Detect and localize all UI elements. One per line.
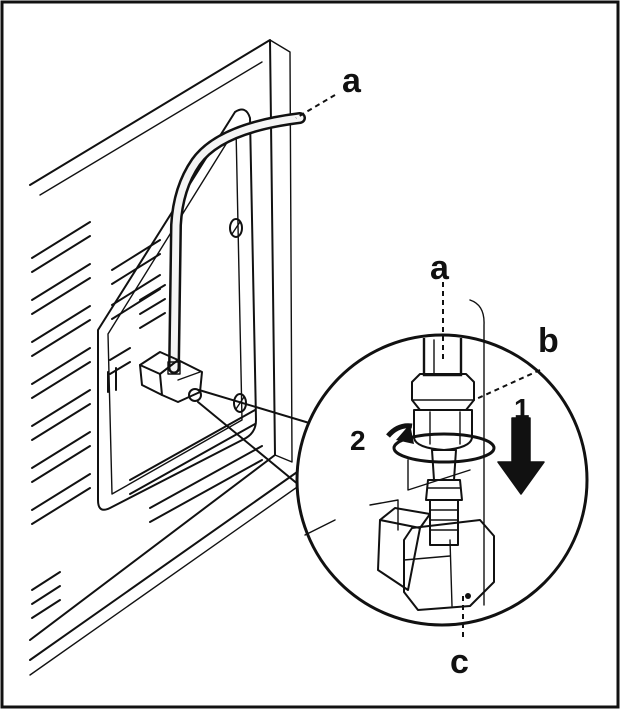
label-c: c <box>450 643 469 681</box>
leader-a-top <box>295 94 336 119</box>
detail-circle <box>295 299 589 627</box>
label-b: b <box>538 322 559 360</box>
leader-lines <box>295 94 541 640</box>
label-step-2: 2 <box>350 425 366 456</box>
callout-wedge <box>188 388 327 491</box>
rotation-arrow <box>386 423 496 464</box>
elbow-connector-small <box>139 351 203 403</box>
label-a-detail: a <box>430 249 450 287</box>
inner-plate <box>97 108 257 511</box>
vent-slots-lower <box>31 409 263 619</box>
leader-b <box>473 369 541 401</box>
down-arrow <box>497 417 545 495</box>
screw-top <box>229 218 243 238</box>
vent-slots-left <box>31 221 91 525</box>
label-step-1: 1 <box>514 393 530 424</box>
label-a-top: a <box>342 62 362 100</box>
gas-hose <box>168 112 306 374</box>
appliance-back-panel <box>29 39 311 676</box>
vent-slots-plate <box>107 239 166 393</box>
